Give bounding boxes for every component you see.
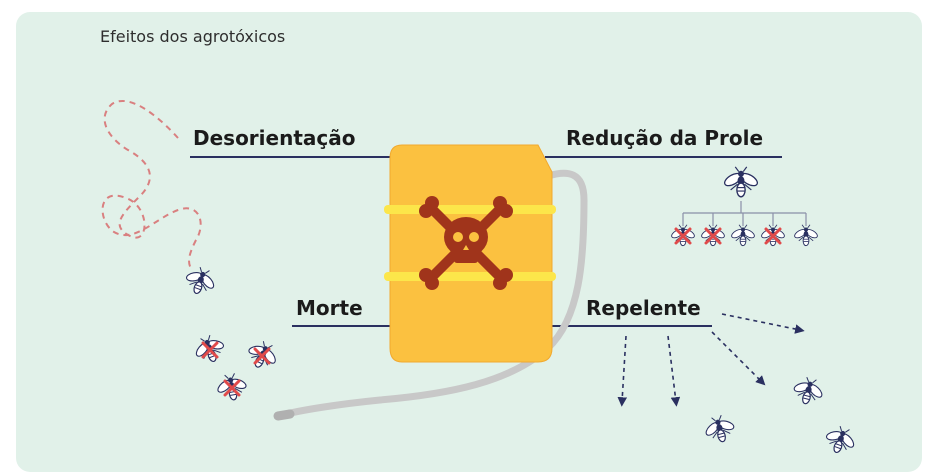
offspring-bee-icon — [792, 224, 820, 247]
offspring-tree — [669, 166, 820, 247]
label-death: Morte — [296, 296, 363, 320]
label-disorientation: Desorientação — [193, 126, 356, 150]
parent-bee-icon — [721, 166, 761, 198]
label-repellent: Repelente — [586, 296, 701, 320]
dead-bees — [189, 330, 283, 404]
bee-icon — [820, 421, 861, 459]
offspring-bee-icon — [729, 224, 757, 247]
hose-nozzle — [273, 409, 295, 421]
skull-crossbones-icon — [419, 196, 513, 290]
repellent-arrows — [617, 313, 805, 407]
bee-icon — [788, 373, 828, 409]
bee-icon — [700, 411, 740, 447]
label-offspring-reduction: Redução da Prole — [566, 126, 764, 150]
dashed-flight-path — [101, 100, 202, 271]
diagram-title: Efeitos dos agrotóxicos — [100, 27, 286, 46]
bee-icon — [180, 262, 221, 300]
